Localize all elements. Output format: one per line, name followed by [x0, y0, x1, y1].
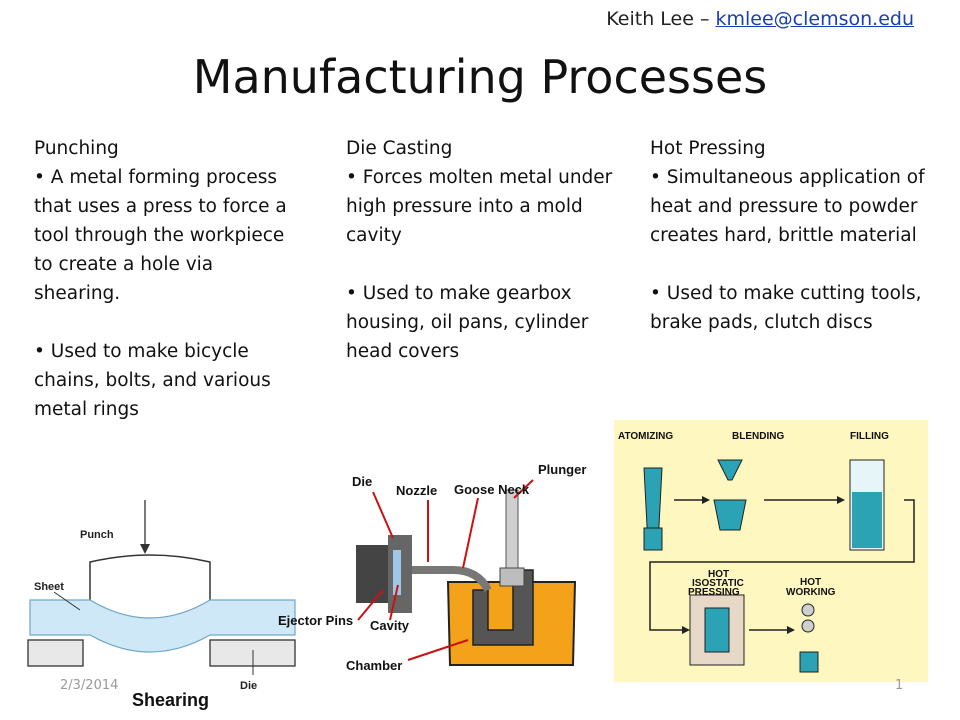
hot-working-label-1: HOT — [800, 577, 821, 588]
bullet-text: • Forces molten metal under high pressur… — [346, 167, 613, 246]
author-name: Keith Lee – — [606, 8, 716, 30]
atomizing-label: ATOMIZING — [618, 431, 673, 442]
column-punching: Punching • A metal forming process that … — [34, 134, 304, 424]
author-email-link[interactable]: kmlee@clemson.edu — [715, 8, 915, 30]
filling-label: FILLING — [850, 431, 889, 442]
chamber-label: Chamber — [346, 658, 402, 673]
sheet-label: Sheet — [34, 581, 64, 593]
author-line: Keith Lee – kmlee@clemson.edu — [606, 8, 914, 30]
column-die-casting: Die Casting • Forces molten metal under … — [346, 134, 616, 366]
bullet-text: • Used to make cutting tools, brake pads… — [650, 283, 922, 333]
footer-page-number: 1 — [895, 678, 904, 693]
bullet-text: • Simultaneous application of heat and p… — [650, 167, 925, 246]
column-heading: Hot Pressing — [650, 138, 766, 159]
die-label: Die — [240, 680, 257, 692]
hot-working-label-2: WORKING — [786, 587, 836, 598]
ejector-pins-label: Ejector Pins — [278, 613, 353, 628]
column-heading: Punching — [34, 138, 119, 159]
footer-date: 2/3/2014 — [60, 678, 119, 693]
punch-label: Punch — [80, 529, 114, 541]
die-casting-diagram: Die Nozzle Goose Neck Plunger Ejector Pi… — [278, 462, 586, 673]
shearing-diagram: Punch Sheet Die Shearing — [27, 500, 296, 710]
slide-title: Manufacturing Processes — [192, 50, 768, 104]
goose-neck-label: Goose Neck — [454, 482, 530, 497]
hip-label-3: PRESSING — [688, 587, 740, 598]
column-hot-pressing: Hot Pressing • Simultaneous application … — [650, 134, 925, 337]
blending-label: BLENDING — [732, 431, 784, 442]
hot-pressing-diagram: ATOMIZING BLENDING FILLING HOT ISOSTATIC… — [614, 420, 928, 682]
hip-label-1: HOT — [708, 569, 729, 580]
cavity-label: Cavity — [370, 618, 410, 633]
die-label: Die — [352, 474, 372, 489]
shearing-caption: Shearing — [132, 690, 209, 710]
column-heading: Die Casting — [346, 138, 453, 159]
nozzle-label: Nozzle — [396, 483, 437, 498]
hip-label-2: ISOSTATIC — [692, 578, 744, 589]
bullet-text: • A metal forming process that uses a pr… — [34, 167, 287, 304]
bullet-text: • Used to make gearbox housing, oil pans… — [346, 283, 589, 362]
plunger-label: Plunger — [538, 462, 586, 477]
bullet-text: • Used to make bicycle chains, bolts, an… — [34, 341, 271, 420]
